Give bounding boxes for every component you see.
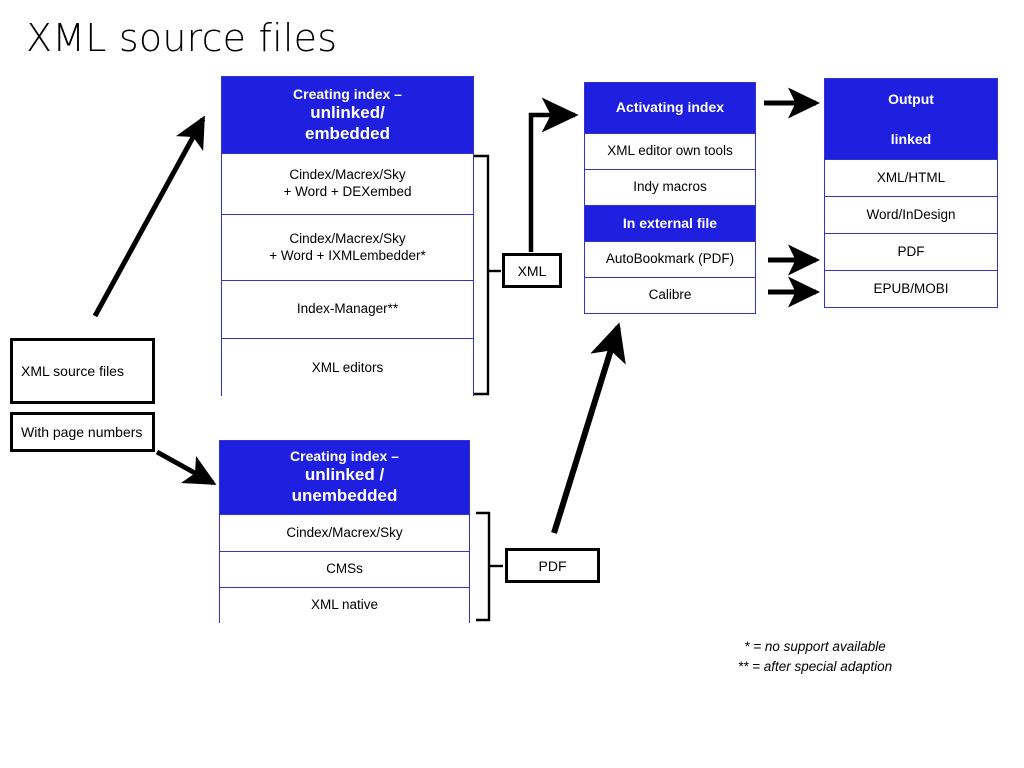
header-line-2: linked xyxy=(890,131,932,147)
header-line-1: Creating index – xyxy=(293,85,402,102)
source-box-label: With page numbers xyxy=(21,424,143,440)
activating-index-header: Activating index xyxy=(585,83,755,133)
creating-index-unembedded-box: Creating index – unlinked / unembedded C… xyxy=(219,440,470,623)
table-row[interactable]: XML editors xyxy=(222,338,473,397)
header-line-1: Activating index xyxy=(615,99,725,116)
creating-index-embedded-box: Creating index – unlinked/ embedded Cind… xyxy=(221,76,474,397)
row-line-1: Index-Manager** xyxy=(296,301,399,317)
row-line-1: CMSs xyxy=(326,561,363,577)
table-row[interactable]: Index-Manager** xyxy=(222,280,473,338)
header-line-3: unembedded xyxy=(291,486,398,506)
bracket-embedded-column xyxy=(474,154,501,396)
footnote-single-star: * = no support available xyxy=(744,639,886,654)
table-row[interactable]: Word/InDesign xyxy=(825,196,997,233)
row-line-1: XML native xyxy=(310,597,379,613)
header-line-3: embedded xyxy=(304,123,391,143)
intermediate-box-label: PDF xyxy=(538,557,567,574)
arrow-xml-to-activating-index xyxy=(528,97,579,252)
row-line-1: XML/HTML xyxy=(876,169,946,185)
bracket-unembedded-column xyxy=(476,511,503,622)
creating-index-embedded-header: Creating index – unlinked/ embedded xyxy=(222,77,473,153)
header-line-2: unlinked / xyxy=(304,465,385,485)
table-row[interactable]: XML native xyxy=(220,587,469,623)
table-row[interactable]: Cindex/Macrex/Sky xyxy=(220,514,469,551)
table-row[interactable]: Indy macros xyxy=(585,169,755,205)
table-row[interactable]: XML editor own tools xyxy=(585,133,755,169)
table-row-external-file[interactable]: In external file xyxy=(585,205,755,241)
row-line-1: PDF xyxy=(897,243,925,259)
row-line-1: Cindex/Macrex/Sky xyxy=(286,524,403,540)
row-line-1: Word/InDesign xyxy=(866,206,956,222)
table-row[interactable]: EPUB/MOBI xyxy=(825,270,997,307)
table-row[interactable]: XML/HTML xyxy=(825,159,997,196)
row-line-2: + Word + IXMLembedder* xyxy=(269,247,426,263)
row-line-1: Cindex/Macrex/Sky xyxy=(289,230,406,246)
table-row[interactable]: PDF xyxy=(825,233,997,270)
header-line-1: Output xyxy=(888,91,934,107)
source-box-with-page-numbers[interactable]: With page numbers xyxy=(10,412,155,452)
row-line-1: Calibre xyxy=(648,287,692,303)
table-row[interactable]: Cindex/Macrex/Sky + Word + DEXembed xyxy=(222,153,473,214)
output-box: Output linked XML/HTML Word/InDesign PDF… xyxy=(824,78,998,308)
header-line-1: Creating index – xyxy=(290,448,399,465)
footnote-double-star: ** = after special adaption xyxy=(737,658,893,674)
intermediate-box-xml[interactable]: XML xyxy=(502,253,562,288)
row-line-1: EPUB/MOBI xyxy=(873,280,949,296)
row-line-1: Indy macros xyxy=(633,179,707,195)
table-row[interactable]: CMSs xyxy=(220,551,469,587)
intermediate-box-pdf[interactable]: PDF xyxy=(505,548,600,583)
row-line-1: In external file xyxy=(622,214,718,231)
row-line-1: XML editors xyxy=(311,359,384,375)
row-line-1: AutoBookmark (PDF) xyxy=(605,251,735,267)
intermediate-box-label: XML xyxy=(517,262,547,279)
header-line-2: unlinked/ xyxy=(310,102,385,122)
footnotes: * = no support available ** = after spec… xyxy=(690,637,940,676)
source-box-label: XML source files xyxy=(21,363,124,379)
page-title: XML source files xyxy=(26,16,338,60)
source-box-xml-source-files[interactable]: XML source files xyxy=(10,338,155,404)
table-row[interactable]: Cindex/Macrex/Sky + Word + IXMLembedder* xyxy=(222,214,473,280)
row-line-1: XML editor own tools xyxy=(607,143,733,159)
creating-index-unembedded-header: Creating index – unlinked / unembedded xyxy=(220,441,469,514)
arrow-pdf-to-activating-index xyxy=(551,322,626,534)
table-row[interactable]: Calibre xyxy=(585,277,755,313)
arrow-source-to-embedded xyxy=(92,115,206,318)
table-row[interactable]: AutoBookmark (PDF) xyxy=(585,241,755,277)
arrow-pagenumbers-to-unembedded xyxy=(155,449,217,486)
output-header: Output linked xyxy=(825,79,997,159)
activating-index-box: Activating index XML editor own tools In… xyxy=(584,82,756,314)
row-line-1: Cindex/Macrex/Sky xyxy=(289,167,406,183)
row-line-2: + Word + DEXembed xyxy=(283,184,412,199)
